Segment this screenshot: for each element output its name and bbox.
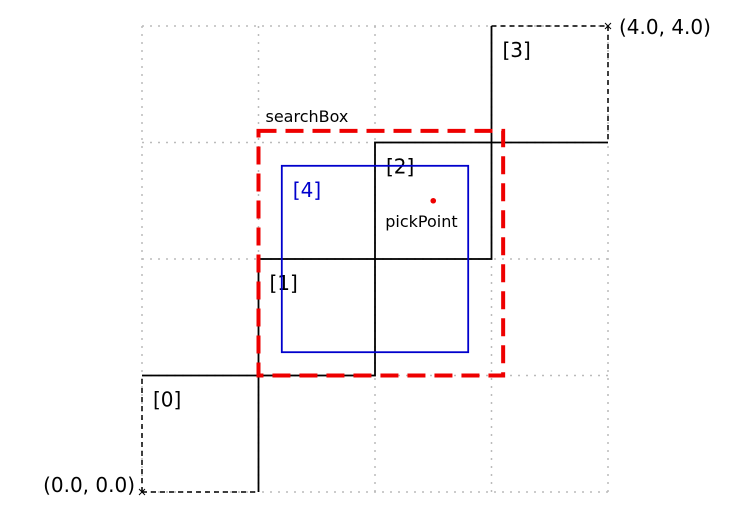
box-outline	[374, 141, 493, 260]
box-outline	[280, 164, 470, 354]
box-label: [3]	[503, 38, 531, 62]
origin-marker	[138, 488, 146, 496]
pick-point-label: pickPoint	[385, 212, 457, 231]
cross-stroke	[138, 488, 146, 496]
origin-label: (0.0, 0.0)	[43, 473, 135, 497]
search-box-label: searchBox	[266, 107, 349, 126]
pick-point-group: pickPoint	[385, 197, 458, 231]
corner-markers: (0.0, 0.0) (4.0, 4.0)	[43, 15, 711, 497]
box-label: [0]	[153, 388, 181, 412]
box-label: [4]	[293, 178, 321, 202]
box-3: [3]	[490, 26, 608, 144]
corner-marker	[604, 22, 612, 30]
cross-stroke	[604, 22, 612, 30]
box-1: [1]	[257, 258, 376, 377]
search-box-group: searchBox	[256, 107, 506, 378]
pick-point-marker	[430, 197, 437, 204]
corner-label: (4.0, 4.0)	[619, 15, 711, 39]
dashed-extent-lines	[141, 25, 609, 493]
boxes: [0][1][2][3][4]	[142, 26, 608, 492]
box-label: [1]	[270, 271, 298, 295]
box-4: [4]	[280, 164, 470, 354]
search-box-outline	[256, 128, 506, 378]
box-0: [0]	[142, 374, 260, 492]
